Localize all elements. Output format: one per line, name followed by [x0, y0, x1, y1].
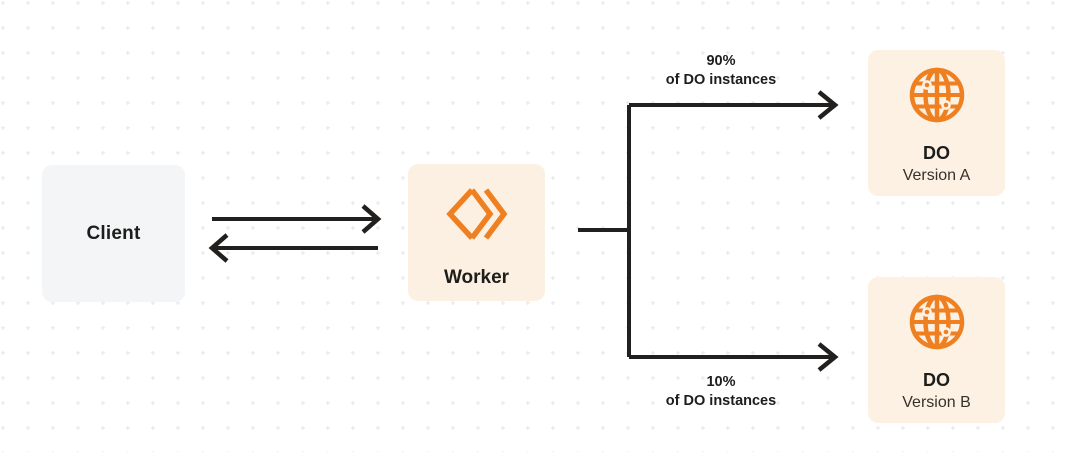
worker-label: Worker	[443, 267, 510, 288]
client-label: Client	[86, 222, 141, 244]
node-client[interactable]: Client	[42, 165, 185, 302]
edge-label-do-b: 10% of DO instances	[615, 373, 827, 411]
do-b-title: DO	[923, 370, 950, 390]
edge-label-do-a-percent: 90%	[706, 53, 736, 69]
edge-worker-to-do-b	[629, 342, 839, 372]
edge-label-do-b-percent: 10%	[706, 374, 736, 390]
do-b-subtitle: Version B	[902, 394, 971, 411]
workers-logo-icon	[445, 186, 508, 247]
node-do-version-a[interactable]: DO Version A	[868, 50, 1005, 196]
globe-icon	[908, 66, 966, 129]
do-a-title: DO	[923, 143, 950, 163]
edge-label-do-a: 90% of DO instances	[615, 52, 827, 90]
do-a-subtitle: Version A	[902, 167, 971, 184]
edge-client-to-worker	[212, 204, 382, 234]
node-do-version-b[interactable]: DO Version B	[868, 277, 1005, 423]
edge-label-do-b-caption: of DO instances	[665, 393, 777, 409]
globe-icon	[908, 293, 966, 356]
edge-worker-to-client	[208, 233, 378, 263]
node-worker[interactable]: Worker	[408, 164, 545, 301]
edge-worker-branch-trunk	[578, 105, 631, 357]
edge-label-do-a-caption: of DO instances	[665, 72, 777, 88]
edge-worker-to-do-a	[629, 90, 839, 120]
